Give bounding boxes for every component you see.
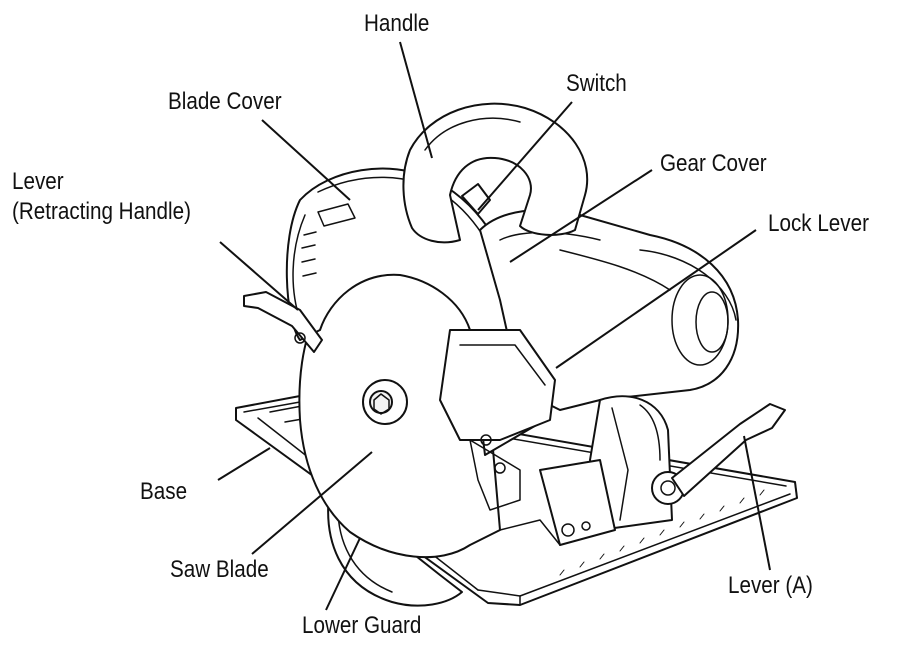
label-lock-lever: Lock Lever bbox=[768, 210, 869, 237]
label-handle: Handle bbox=[364, 10, 430, 37]
label-gear-cover: Gear Cover bbox=[660, 150, 767, 177]
label-switch: Switch bbox=[566, 70, 627, 97]
leader-lines bbox=[217, 41, 771, 611]
label-lower-guard: Lower Guard bbox=[302, 612, 422, 639]
base-scale bbox=[559, 489, 765, 576]
leader-saw-blade bbox=[251, 451, 373, 555]
trigger-switch bbox=[461, 183, 491, 215]
label-lever-a: Lever (A) bbox=[728, 572, 813, 599]
label-lever: Lever bbox=[12, 168, 64, 195]
saw-body-lower bbox=[499, 459, 616, 546]
gearbox-front bbox=[439, 329, 556, 511]
retracting-lever bbox=[243, 291, 323, 353]
leader-switch bbox=[477, 101, 573, 211]
label-saw-blade: Saw Blade bbox=[170, 556, 269, 583]
leader-handle bbox=[399, 41, 433, 159]
label-lever-sub: (Retracting Handle) bbox=[12, 198, 191, 225]
leader-gear-cover bbox=[509, 169, 653, 263]
leader-lever bbox=[219, 241, 299, 311]
leader-lever-a bbox=[743, 435, 771, 571]
leader-lower-guard bbox=[325, 537, 361, 611]
lever-a bbox=[671, 403, 786, 497]
label-blade-cover: Blade Cover bbox=[168, 88, 282, 115]
bevel-bracket bbox=[589, 395, 786, 531]
cover-vents bbox=[301, 231, 317, 277]
label-base: Base bbox=[140, 478, 188, 505]
leader-lock-lever bbox=[555, 229, 757, 369]
leader-base bbox=[217, 447, 271, 481]
leader-blade-cover bbox=[261, 119, 351, 201]
